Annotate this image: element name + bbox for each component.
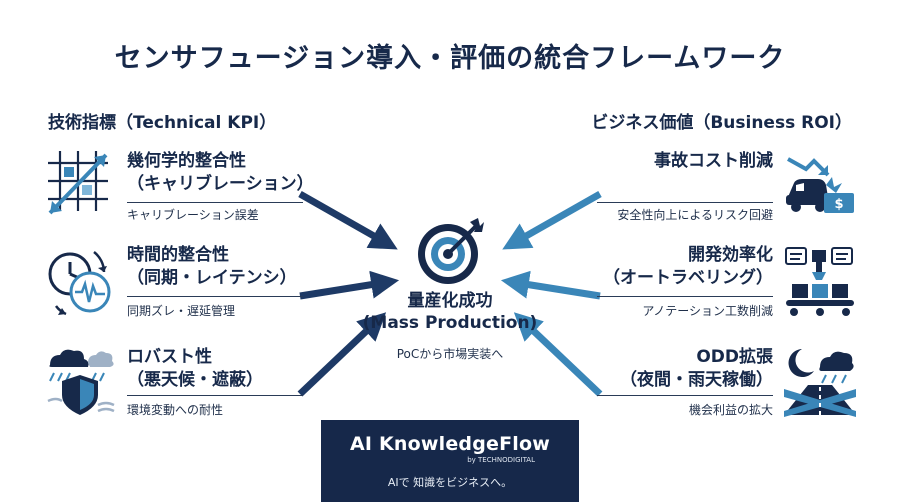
arrow-right-2 (500, 270, 601, 300)
left-item-2-divider (127, 296, 303, 297)
target-bullseye-icon (412, 214, 488, 290)
footer-brand-box: AI KnowledgeFlow by TECHNODIGITAL AIで 知識… (321, 420, 579, 502)
page-title: センサフュージョン導入・評価の統合フレームワーク (114, 43, 786, 74)
left-item-2-title: 時間的整合性 （同期・レイテンシ） (127, 245, 297, 288)
left-item-3-divider (127, 395, 303, 396)
center-title: 量産化成功 (Mass Production) (362, 291, 538, 333)
right-item-2-subtitle: アノテーション工数削減 (642, 304, 773, 318)
left-item-1-title: 幾何学的整合性 （キャリブレーション） (127, 151, 314, 194)
footer-by: by TECHNODIGITAL (467, 456, 535, 464)
svg-text:$: $ (834, 197, 843, 212)
arrow-left-2 (299, 270, 400, 300)
left-column-header: 技術指標（Technical KPI） (48, 113, 277, 133)
right-item-3-divider (597, 395, 773, 396)
left-item-1-divider (127, 202, 303, 203)
left-item-2-subtitle: 同期ズレ・遅延管理 (127, 304, 236, 318)
right-item-1-divider (597, 202, 773, 203)
footer-tagline: AIで 知識をビジネスへ。 (387, 476, 513, 489)
right-item-1-subtitle: 安全性向上によるリスク回避 (617, 208, 773, 222)
center-subtitle: PoCから市場実装へ (396, 347, 504, 361)
car-crash-cost-icon: $ (784, 147, 856, 219)
right-item-3-subtitle: 機会利益の拡大 (688, 403, 773, 417)
night-rain-road-icon (784, 345, 856, 417)
weather-shield-icon (44, 345, 116, 417)
footer-brand: AI KnowledgeFlow (349, 433, 551, 455)
grid-calibration-icon (44, 147, 116, 219)
right-item-2-divider (597, 296, 773, 297)
right-column-header: ビジネス価値（Business ROI） (591, 113, 852, 133)
left-item-3-title: ロバスト性 （悪天候・遮蔽） (127, 347, 263, 390)
conveyor-labeling-icon (784, 246, 856, 318)
right-item-3-title: ODD拡張 （夜間・雨天稼働） (620, 347, 773, 390)
arrow-right-3 (513, 312, 603, 397)
right-item-2-title: 開発効率化 （オートラベリング） (603, 245, 773, 288)
clock-waveform-icon (44, 246, 116, 318)
right-item-1-title: 事故コスト削減 (654, 151, 773, 171)
arrow-right-1 (502, 190, 602, 250)
arrow-left-3 (297, 312, 387, 397)
arrow-left-1 (298, 190, 398, 250)
left-item-1-subtitle: キャリブレーション誤差 (127, 208, 259, 222)
left-item-3-subtitle: 環境変動への耐性 (127, 403, 224, 417)
